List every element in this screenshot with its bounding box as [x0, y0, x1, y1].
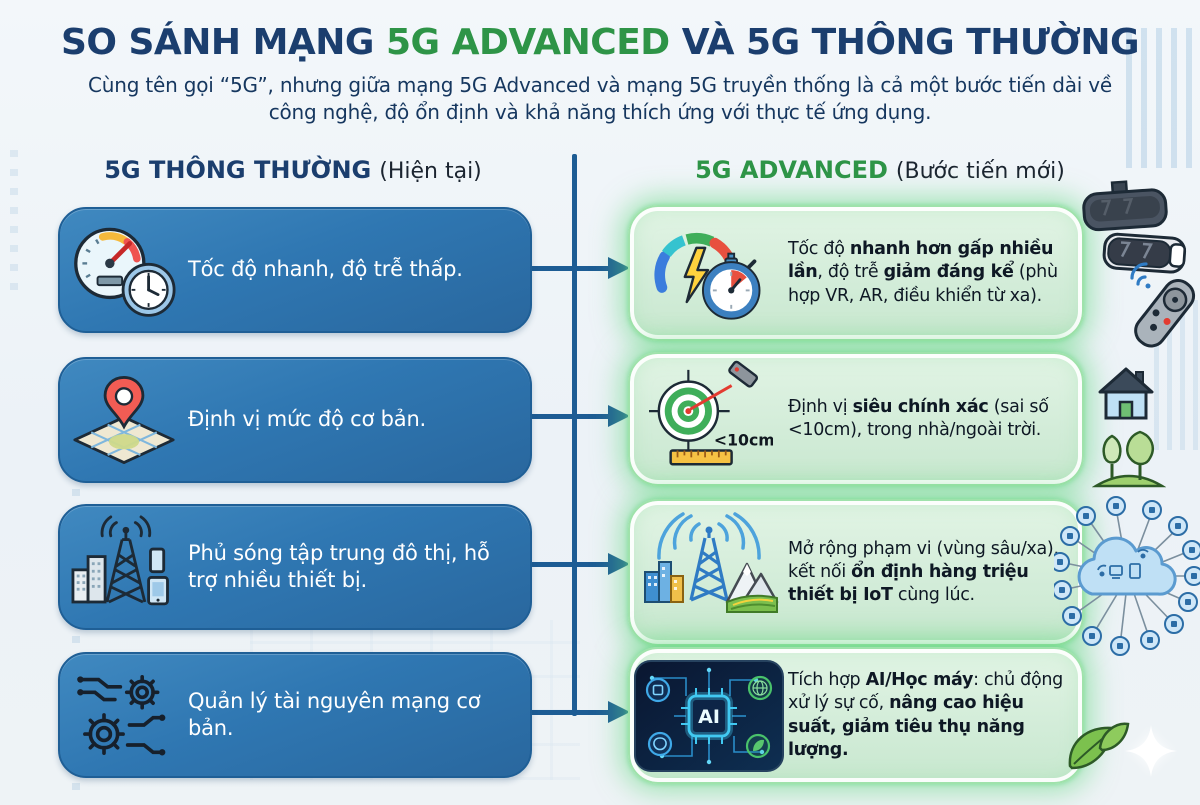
arrow-row-2 — [526, 405, 630, 427]
title-part-2: 5G ADVANCED — [385, 22, 670, 63]
column-left-tag: (Hiện tại) — [379, 159, 482, 184]
right-card-text: Tích hợp AI/Học máy: chủ động xử lý sự c… — [788, 670, 1063, 760]
coverage-tower-icon — [630, 511, 788, 634]
sparkle-icon — [1125, 725, 1177, 777]
tower-city-icon — [60, 515, 188, 619]
target-laser-icon: <10cm — [630, 360, 788, 478]
gauge-lightning-stopwatch-icon — [630, 215, 788, 331]
left-card-location: Định vị mức độ cơ bản. — [58, 357, 532, 483]
subtitle: Cùng tên gọi “5G”, nhưng giữa mạng 5G Ad… — [88, 73, 1112, 124]
title-part-1: SO SÁNH MẠNG — [60, 22, 386, 63]
precision-label: <10cm — [714, 431, 773, 450]
title-part-3: VÀ 5G THÔNG THƯỜNG — [669, 22, 1140, 63]
page-title: SO SÁNH MẠNG 5G ADVANCED VÀ 5G THÔNG THƯ… — [0, 22, 1200, 63]
left-card-text: Phủ sóng tập trung đô thị, hỗ trợ nhiều … — [188, 540, 490, 592]
right-card-ai: AI Tích hợp AI/Học máy: chủ động xử lý s… — [628, 647, 1084, 784]
arrow-row-3 — [526, 553, 630, 575]
trees-icon — [1092, 430, 1166, 488]
right-card-text: Định vị siêu chính xác (sai số <10cm), t… — [788, 396, 1049, 440]
background-pattern — [1154, 300, 1200, 450]
left-card-coverage: Phủ sóng tập trung đô thị, hỗ trợ nhiều … — [58, 504, 532, 630]
arrow-row-1 — [526, 257, 630, 279]
column-header-5g-advanced: 5G ADVANCED (Bước tiến mới) — [640, 156, 1120, 184]
right-card-text: Mở rộng phạm vi (vùng sâu/xa), kết nối ổ… — [788, 538, 1059, 606]
right-card-iot: Mở rộng phạm vi (vùng sâu/xa), kết nối ổ… — [628, 499, 1084, 646]
column-header-5g-regular: 5G THÔNG THƯỜNG (Hiện tại) — [58, 156, 528, 184]
left-card-text: Quản lý tài nguyên mạng cơ bản. — [188, 688, 481, 740]
arrow-row-4 — [526, 701, 630, 723]
right-card-speed: Tốc độ nhanh hơn gấp nhiều lần, độ trễ g… — [628, 205, 1084, 341]
map-pin-icon — [60, 368, 188, 472]
right-card-text: Tốc độ nhanh hơn gấp nhiều lần, độ trễ g… — [788, 239, 1058, 306]
right-card-precision: <10cm Định vị siêu chính xác (sai số <10… — [628, 352, 1084, 486]
left-card-management: Quản lý tài nguyên mạng cơ bản. — [58, 652, 532, 778]
column-right-name: 5G ADVANCED — [695, 156, 888, 184]
remote-control-icon — [1130, 262, 1196, 348]
house-icon — [1098, 367, 1154, 420]
column-left-name: 5G THÔNG THƯỜNG — [104, 156, 372, 184]
background-pattern — [10, 150, 18, 290]
column-right-tag: (Bước tiến mới) — [895, 159, 1065, 184]
center-divider-line — [572, 154, 577, 716]
ai-chip-label: AI — [698, 706, 720, 728]
left-card-text: Định vị mức độ cơ bản. — [188, 407, 427, 432]
gears-circuit-icon — [60, 665, 188, 765]
speedometer-clock-icon — [60, 218, 188, 322]
left-card-speed: Tốc độ nhanh, độ trễ thấp. — [58, 207, 532, 333]
left-card-text: Tốc độ nhanh, độ trễ thấp. — [188, 257, 463, 282]
ai-chip-icon: AI — [630, 659, 788, 772]
